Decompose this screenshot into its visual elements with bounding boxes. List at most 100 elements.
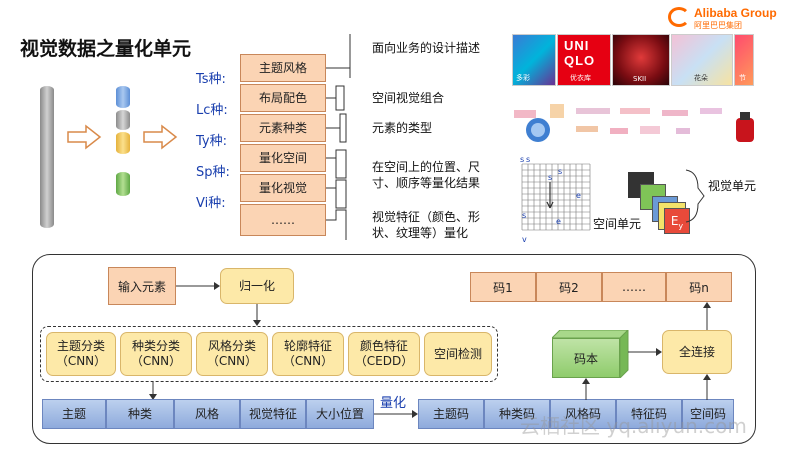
desc-spatial-line1: 在空间上的位置、尺 bbox=[372, 160, 481, 174]
watermark: 云栖社区 yq.aliyun.com bbox=[520, 414, 747, 438]
photo-label: 多彩 bbox=[516, 74, 530, 82]
input-element-box: 输入元素 bbox=[108, 267, 176, 305]
classifier-line2: （CNN） bbox=[55, 354, 107, 368]
arrow-right-icon bbox=[143, 124, 178, 150]
desc-spatial-line2: 寸、顺序等量化结果 bbox=[372, 176, 481, 190]
page-title: 视觉数据之量化单元 bbox=[20, 38, 192, 60]
feature-type: 种类 bbox=[106, 399, 174, 429]
spatial-grid: s s s s s e e v bbox=[520, 155, 591, 244]
photo-uniqlo: UNI QLO 优衣库 bbox=[557, 34, 611, 86]
fully-connected-label: 全连接 bbox=[678, 344, 715, 359]
code-spatial: 空间码 bbox=[682, 399, 734, 429]
classifier-type: 种类分类 （CNN） bbox=[120, 332, 192, 376]
photo-colorful: 多彩 bbox=[512, 34, 556, 86]
visual-unit-label: 视觉单元 bbox=[708, 179, 757, 193]
classifier-group bbox=[40, 326, 498, 382]
cylinder-seg-green bbox=[116, 172, 130, 196]
quantize-label: 量化 bbox=[380, 396, 407, 411]
photo-label: SKII bbox=[633, 75, 647, 83]
feature-visual: 视觉特征 bbox=[240, 399, 306, 429]
photo-label: 花朵 bbox=[694, 74, 708, 82]
stack-more: …… bbox=[240, 204, 326, 236]
classifier-line1: 颜色特征 bbox=[359, 339, 408, 353]
feature-style: 风格 bbox=[174, 399, 240, 429]
classifier-line2: （CEDD） bbox=[354, 354, 414, 368]
code-n: 码n bbox=[666, 272, 732, 302]
normalize-box: 归一化 bbox=[220, 268, 294, 304]
cylinder-seg-gray bbox=[116, 110, 130, 130]
arrow-right-icon bbox=[374, 410, 418, 418]
logo-main-text: Alibaba Group bbox=[694, 6, 777, 20]
type-label-lc: Lc种: bbox=[196, 103, 228, 118]
arrow-right-icon bbox=[176, 282, 220, 290]
grid-marker-s: s bbox=[526, 155, 530, 164]
classifier-line2: （CNN） bbox=[206, 354, 258, 368]
classifier-line1: 轮廓特征 bbox=[283, 339, 332, 353]
code-style: 风格码 bbox=[550, 399, 616, 429]
stack-element-type: 元素种类 bbox=[240, 114, 326, 142]
stack-theme-style: 主题风格 bbox=[240, 54, 326, 82]
code-2: 码2 bbox=[536, 272, 602, 302]
code-ellipsis: …… bbox=[602, 272, 666, 302]
code-theme: 主题码 bbox=[418, 399, 484, 429]
grid-marker-e: e bbox=[576, 191, 581, 200]
desc-visual-line1: 视觉特征（颜色、形 bbox=[372, 210, 481, 224]
classifier-style: 风格分类 （CNN） bbox=[196, 332, 268, 376]
grid-marker-s: s bbox=[522, 211, 526, 220]
classifier-contour: 轮廓特征 （CNN） bbox=[272, 332, 344, 376]
desc-business: 面向业务的设计描述 bbox=[372, 41, 481, 55]
classifier-line2: （CNN） bbox=[130, 354, 182, 368]
arrow-right-icon bbox=[628, 348, 662, 356]
ey-main: E bbox=[670, 214, 679, 228]
desc-element-type: 元素的类型 bbox=[372, 121, 433, 135]
classifier-line1: 种类分类 bbox=[131, 339, 180, 353]
arrow-down-icon bbox=[253, 304, 261, 326]
type-label-ty: Ty种: bbox=[196, 134, 227, 149]
cylinder-seg-yellow bbox=[116, 132, 130, 154]
arrow-right-icon bbox=[67, 124, 102, 150]
desc-space-visual: 空间视觉组合 bbox=[372, 91, 445, 105]
photo-skii: SKII bbox=[612, 34, 670, 86]
feature-size-position: 大小位置 bbox=[306, 399, 374, 429]
classifier-line2: （CNN） bbox=[282, 354, 334, 368]
element-thumbnails bbox=[514, 104, 754, 142]
grid-marker-s: s bbox=[520, 155, 524, 164]
type-label-vi: Vi种: bbox=[196, 196, 226, 211]
uniqlo-logo-text: UNI QLO bbox=[564, 38, 596, 68]
arrow-up-icon bbox=[582, 378, 590, 400]
alibaba-logo: Alibaba Group 阿里巴巴集团 bbox=[668, 6, 792, 30]
stack-quant-space: 量化空间 bbox=[240, 144, 326, 172]
photo-label: 优衣库 bbox=[570, 74, 591, 82]
photo-flower: 花朵 bbox=[671, 34, 733, 86]
ey-sub: y bbox=[678, 221, 684, 231]
desc-visual-line2: 状、纹理等）量化 bbox=[372, 226, 469, 240]
grid-marker-s: s bbox=[558, 167, 562, 176]
normalize-label: 归一化 bbox=[238, 278, 275, 293]
type-label-ts: Ts种: bbox=[196, 72, 226, 87]
alibaba-logo-icon bbox=[668, 7, 690, 27]
codebook-box: 码本 bbox=[552, 338, 620, 378]
cylinder-seg-blue bbox=[116, 86, 130, 108]
arrow-up-icon bbox=[703, 374, 711, 400]
arrow-up-icon bbox=[703, 302, 711, 330]
code-feature: 特征码 bbox=[616, 399, 682, 429]
classifier-color: 颜色特征 （CEDD） bbox=[348, 332, 420, 376]
photo-festival: 节 bbox=[734, 34, 754, 86]
tall-cylinder bbox=[40, 86, 54, 228]
code-type: 种类码 bbox=[484, 399, 550, 429]
feature-theme: 主题 bbox=[42, 399, 106, 429]
grid-marker-e: e bbox=[556, 217, 561, 226]
spatial-unit-label: 空间单元 bbox=[593, 217, 642, 231]
fully-connected-box: 全连接 bbox=[662, 330, 732, 374]
visual-unit-brace bbox=[685, 169, 705, 223]
logo-sub-text: 阿里巴巴集团 bbox=[694, 21, 742, 30]
pipeline-container bbox=[32, 254, 756, 444]
type-label-sp: Sp种: bbox=[196, 165, 230, 180]
classifier-line1: 空间检测 bbox=[433, 346, 482, 361]
classifier-line1: 主题分类 bbox=[56, 339, 105, 353]
grid-marker-s: s bbox=[548, 173, 552, 182]
stack-quant-visual: 量化视觉 bbox=[240, 174, 326, 202]
stack-layout-color: 布局配色 bbox=[240, 84, 326, 112]
grid-marker-v: v bbox=[522, 235, 527, 244]
classifier-line1: 风格分类 bbox=[207, 339, 256, 353]
